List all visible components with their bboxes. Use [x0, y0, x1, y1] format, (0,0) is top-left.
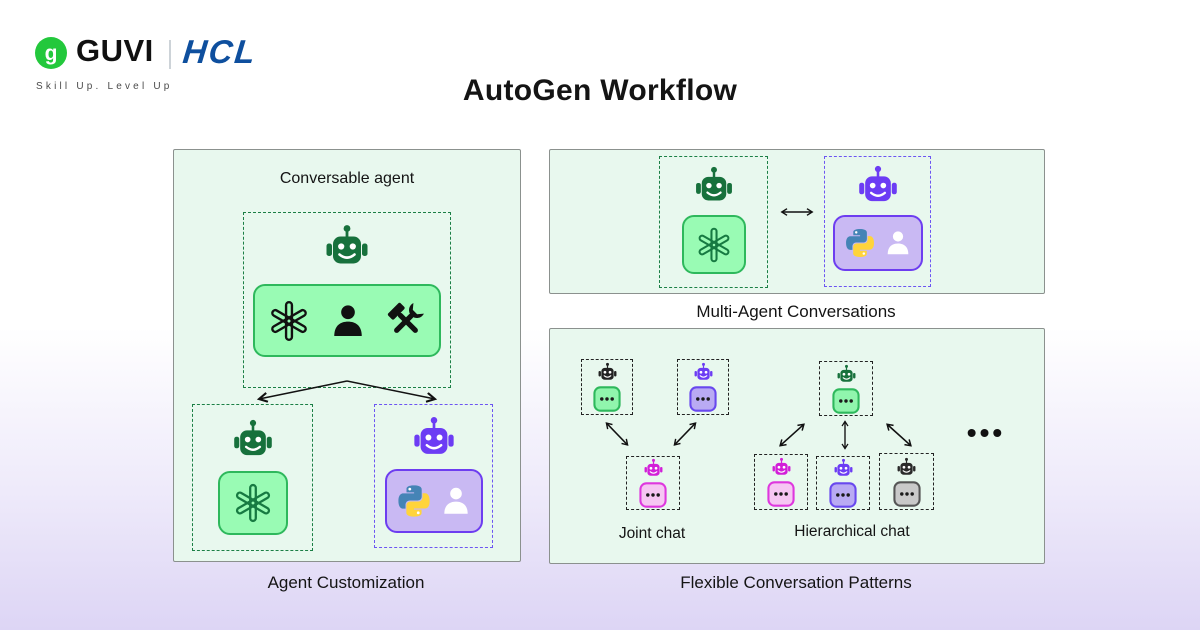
hierarchical-chat-label: Hierarchical chat: [794, 523, 910, 540]
robot-icon: [597, 362, 618, 383]
conversable-agent-title: Conversable agent: [279, 170, 415, 187]
hierarchical-root-agent-box: [819, 361, 873, 416]
chat-bubble-icon: [639, 482, 667, 508]
bidirectional-arrow: [772, 416, 811, 453]
guvi-wordmark: GUVI: [76, 33, 154, 68]
multi-agent-conversations-label: Multi-Agent Conversations: [696, 302, 896, 321]
person-icon: [883, 228, 913, 258]
brand-tagline: Skill Up. Level Up: [36, 81, 173, 92]
more-patterns-ellipsis: •••: [966, 417, 1006, 448]
human-tool-agent-box: [374, 404, 493, 548]
agent-customization-label: Agent Customization: [267, 573, 425, 592]
robot-icon: [896, 457, 917, 478]
branch-arrows: [247, 380, 447, 404]
chat-bubble-icon: [689, 386, 717, 412]
robot-icon: [693, 165, 735, 207]
openai-icon: [695, 226, 733, 264]
robot-icon: [323, 223, 371, 271]
robot-icon: [833, 458, 854, 479]
llm-agent-box: [659, 156, 768, 288]
person-icon: [328, 301, 368, 341]
joint-chat-agent-box: [581, 359, 633, 415]
guvi-logo-glyph: g: [44, 41, 58, 65]
llm-agent-box: [192, 404, 313, 551]
chat-bubble-icon: [593, 386, 621, 412]
human-tool-agent-box: [824, 156, 931, 287]
multi-agent-panel: [549, 149, 1045, 294]
conversable-agent-box: [243, 212, 451, 388]
robot-icon: [836, 364, 857, 385]
robot-icon: [231, 418, 275, 462]
hcl-wordmark: HCL: [181, 33, 259, 70]
robot-icon: [693, 362, 714, 383]
robot-icon: [411, 415, 457, 461]
python-human-tile: [832, 215, 923, 271]
openai-tile: [681, 215, 746, 274]
python-icon: [843, 226, 877, 260]
hierarchical-child-agent-box: [816, 456, 870, 510]
python-icon: [395, 482, 433, 520]
chat-bubble-icon: [767, 481, 795, 507]
page-title: AutoGen Workflow: [462, 74, 738, 107]
flexible-conversation-patterns-label: Flexible Conversation Patterns: [680, 573, 912, 592]
bidirectional-arrow: [667, 416, 702, 452]
chat-bubble-icon: [892, 480, 921, 507]
bidirectional-arrow: [778, 206, 816, 218]
logo-divider: [169, 40, 171, 69]
agent-customization-panel: Conversable agent: [173, 149, 521, 562]
bidirectional-arrow: [599, 416, 634, 452]
bidirectional-arrow: [879, 416, 918, 453]
openai-tile: [217, 471, 288, 535]
robot-icon: [643, 458, 664, 479]
chat-bubble-icon: [832, 387, 860, 414]
bidirectional-arrow: [839, 418, 851, 452]
robot-icon: [771, 457, 792, 478]
joint-chat-agent-box: [677, 359, 729, 415]
hierarchical-child-agent-box: [754, 454, 808, 510]
openai-icon: [232, 482, 274, 524]
hierarchical-child-agent-box: [879, 453, 934, 510]
joint-chat-label: Joint chat: [618, 525, 686, 542]
chat-bubble-icon: [829, 482, 857, 508]
joint-chat-coordinator-box: [626, 456, 680, 510]
capabilities-tile: [253, 284, 441, 357]
guvi-logo-icon: g: [35, 37, 67, 69]
openai-icon: [267, 299, 311, 343]
robot-icon: [856, 164, 900, 208]
flexible-patterns-panel: Joint chat: [549, 328, 1045, 564]
hammer-wrench-icon: [385, 300, 427, 342]
python-human-tile: [384, 469, 483, 533]
person-icon: [439, 484, 473, 518]
